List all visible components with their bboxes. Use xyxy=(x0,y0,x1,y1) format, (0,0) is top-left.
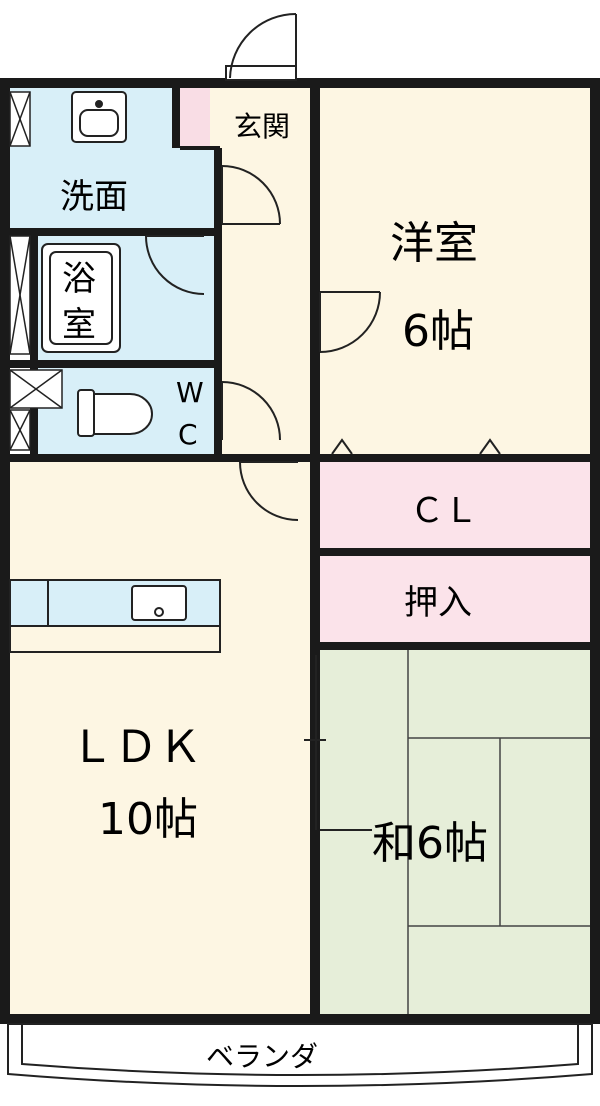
kitchen-sink-icon xyxy=(131,585,187,621)
storage-marks xyxy=(9,91,63,451)
veranda xyxy=(7,1023,593,1087)
sliding-door-marker xyxy=(304,655,372,831)
bathtub-icon xyxy=(41,243,121,353)
label-oshiire: 押入 xyxy=(404,583,472,623)
doors xyxy=(145,165,381,521)
kitchen-counter xyxy=(9,579,221,653)
label-western-size: 6帖 xyxy=(402,306,474,357)
label-closet: ＣＬ xyxy=(410,491,478,531)
label-veranda: ベランダ xyxy=(206,1040,318,1073)
label-western-name: 洋室 xyxy=(390,218,478,269)
tatami-lines xyxy=(407,650,590,1014)
label-washitsu: 和6帖 xyxy=(372,818,488,869)
closet-doors xyxy=(331,438,501,455)
label-washroom: 洗面 xyxy=(60,177,128,217)
western-room xyxy=(320,88,590,454)
washbasin-icon xyxy=(71,91,127,143)
label-wc-line2: C xyxy=(178,418,198,451)
label-bath-line1: 浴 xyxy=(62,259,96,299)
label-ldk-name: ＬＤＫ xyxy=(70,722,202,773)
label-entrance: 玄関 xyxy=(234,110,290,143)
front-door xyxy=(225,13,297,81)
toilet-icon xyxy=(77,389,153,437)
label-ldk-size: 10帖 xyxy=(98,794,198,845)
windows xyxy=(90,81,545,1019)
closet-area xyxy=(320,462,590,548)
label-wc-line1: W xyxy=(176,376,204,409)
oshiire-area xyxy=(320,556,590,642)
ldk-room xyxy=(10,462,310,1014)
hallway xyxy=(220,148,310,454)
walls xyxy=(0,78,600,1024)
washitsu-room xyxy=(320,650,590,1014)
label-bath-line2: 室 xyxy=(62,305,96,345)
entrance-accent xyxy=(180,88,210,148)
